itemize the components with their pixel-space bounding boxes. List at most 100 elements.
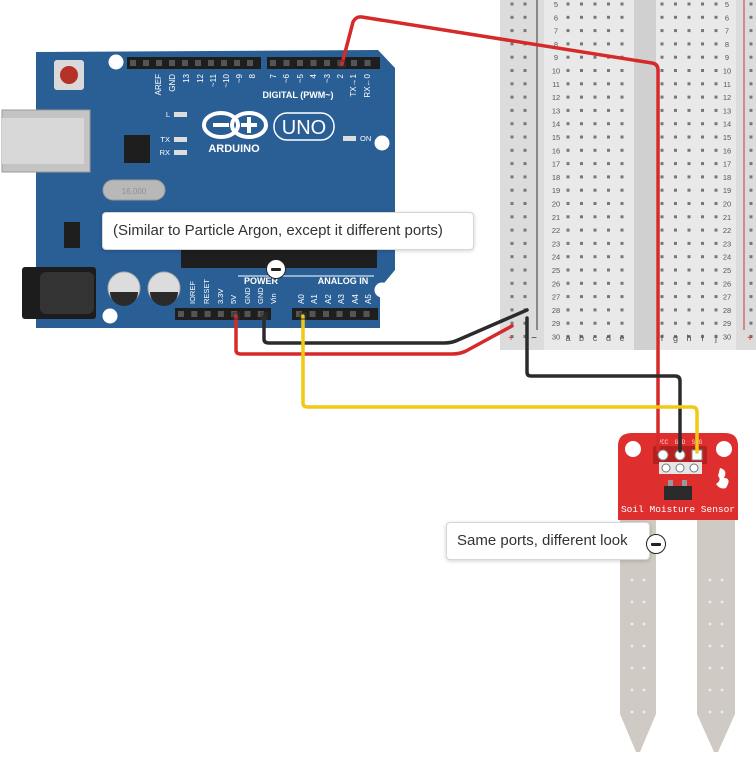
terminal-hole[interactable] xyxy=(687,42,691,46)
terminal-hole[interactable] xyxy=(607,268,610,272)
terminal-hole[interactable] xyxy=(607,82,610,86)
rail-hole[interactable] xyxy=(749,175,753,179)
terminal-hole[interactable] xyxy=(620,202,624,205)
rail-hole[interactable] xyxy=(510,175,514,179)
terminal-hole[interactable] xyxy=(593,55,597,59)
rail-hole[interactable] xyxy=(749,215,753,219)
terminal-hole[interactable] xyxy=(566,42,570,46)
terminal-hole[interactable] xyxy=(620,95,624,99)
header-pin[interactable] xyxy=(363,311,370,317)
terminal-hole[interactable] xyxy=(701,188,704,192)
rail-hole[interactable] xyxy=(523,95,527,99)
header-pin[interactable] xyxy=(195,60,201,66)
terminal-hole[interactable] xyxy=(620,122,624,126)
terminal-hole[interactable] xyxy=(593,308,597,312)
terminal-hole[interactable] xyxy=(687,95,691,99)
terminal-hole[interactable] xyxy=(674,2,677,6)
terminal-hole[interactable] xyxy=(714,255,718,259)
terminal-hole[interactable] xyxy=(580,82,583,86)
terminal-hole[interactable] xyxy=(714,175,718,179)
terminal-hole[interactable] xyxy=(701,135,704,139)
terminal-hole[interactable] xyxy=(593,335,597,338)
terminal-hole[interactable] xyxy=(660,42,664,46)
terminal-hole[interactable] xyxy=(701,42,704,46)
rail-hole[interactable] xyxy=(523,268,527,272)
rail-hole[interactable] xyxy=(510,122,514,126)
terminal-hole[interactable] xyxy=(566,122,570,126)
terminal-hole[interactable] xyxy=(593,295,597,299)
terminal-hole[interactable] xyxy=(674,281,677,285)
rail-hole[interactable] xyxy=(523,69,527,72)
terminal-hole[interactable] xyxy=(674,148,677,152)
terminal-hole[interactable] xyxy=(607,95,610,99)
terminal-hole[interactable] xyxy=(701,295,704,299)
terminal-hole[interactable] xyxy=(674,162,677,166)
terminal-hole[interactable] xyxy=(660,108,664,112)
terminal-hole[interactable] xyxy=(566,29,570,33)
header-pin[interactable] xyxy=(169,60,175,66)
rail-hole[interactable] xyxy=(510,268,514,272)
terminal-hole[interactable] xyxy=(687,108,691,112)
rail-hole[interactable] xyxy=(749,55,753,59)
terminal-hole[interactable] xyxy=(687,2,691,6)
wire-red-vcc[interactable] xyxy=(340,15,660,452)
terminal-hole[interactable] xyxy=(660,95,664,99)
header-pin[interactable] xyxy=(191,311,198,317)
terminal-hole[interactable] xyxy=(620,148,624,152)
rail-hole[interactable] xyxy=(510,15,514,19)
terminal-hole[interactable] xyxy=(687,188,691,192)
rail-hole[interactable] xyxy=(523,295,527,299)
rail-hole[interactable] xyxy=(523,55,527,59)
terminal-hole[interactable] xyxy=(674,335,677,338)
terminal-hole[interactable] xyxy=(620,15,624,19)
terminal-hole[interactable] xyxy=(580,202,583,205)
header-pin[interactable] xyxy=(204,311,211,317)
rail-hole[interactable] xyxy=(510,241,514,245)
annotation-note-arduino[interactable]: (Similar to Particle Argon, except it di… xyxy=(102,212,474,250)
terminal-hole[interactable] xyxy=(580,215,583,219)
wire-endpoint[interactable] xyxy=(299,312,307,320)
rail-hole[interactable] xyxy=(749,82,753,86)
header-pin[interactable] xyxy=(309,311,316,317)
terminal-hole[interactable] xyxy=(714,215,718,219)
terminal-hole[interactable] xyxy=(660,295,664,299)
terminal-hole[interactable] xyxy=(607,241,610,245)
terminal-hole[interactable] xyxy=(593,188,597,192)
rail-hole[interactable] xyxy=(523,29,527,33)
terminal-hole[interactable] xyxy=(580,148,583,152)
terminal-hole[interactable] xyxy=(660,135,664,139)
terminal-hole[interactable] xyxy=(714,321,718,325)
rail-hole[interactable] xyxy=(749,2,753,6)
terminal-hole[interactable] xyxy=(607,175,610,179)
rail-hole[interactable] xyxy=(749,335,753,338)
rail-hole[interactable] xyxy=(523,335,527,338)
terminal-hole[interactable] xyxy=(687,281,691,285)
terminal-hole[interactable] xyxy=(674,42,677,46)
terminal-hole[interactable] xyxy=(687,295,691,299)
terminal-hole[interactable] xyxy=(701,162,704,166)
terminal-hole[interactable] xyxy=(687,228,691,232)
terminal-hole[interactable] xyxy=(701,268,704,272)
terminal-hole[interactable] xyxy=(593,69,597,72)
terminal-hole[interactable] xyxy=(714,29,718,33)
terminal-hole[interactable] xyxy=(687,308,691,312)
terminal-hole[interactable] xyxy=(566,228,570,232)
terminal-hole[interactable] xyxy=(607,188,610,192)
rail-hole[interactable] xyxy=(523,82,527,86)
terminal-hole[interactable] xyxy=(687,335,691,338)
rail-hole[interactable] xyxy=(523,188,527,192)
rail-hole[interactable] xyxy=(749,228,753,232)
terminal-hole[interactable] xyxy=(714,295,718,299)
rail-hole[interactable] xyxy=(523,2,527,6)
terminal-hole[interactable] xyxy=(687,162,691,166)
rail-hole[interactable] xyxy=(510,108,514,112)
wire-endpoint[interactable] xyxy=(260,312,268,320)
terminal-hole[interactable] xyxy=(607,42,610,46)
rail-hole[interactable] xyxy=(510,148,514,152)
terminal-hole[interactable] xyxy=(674,215,677,219)
terminal-hole[interactable] xyxy=(674,241,677,245)
rail-hole[interactable] xyxy=(523,122,527,126)
terminal-hole[interactable] xyxy=(701,122,704,126)
terminal-hole[interactable] xyxy=(607,295,610,299)
